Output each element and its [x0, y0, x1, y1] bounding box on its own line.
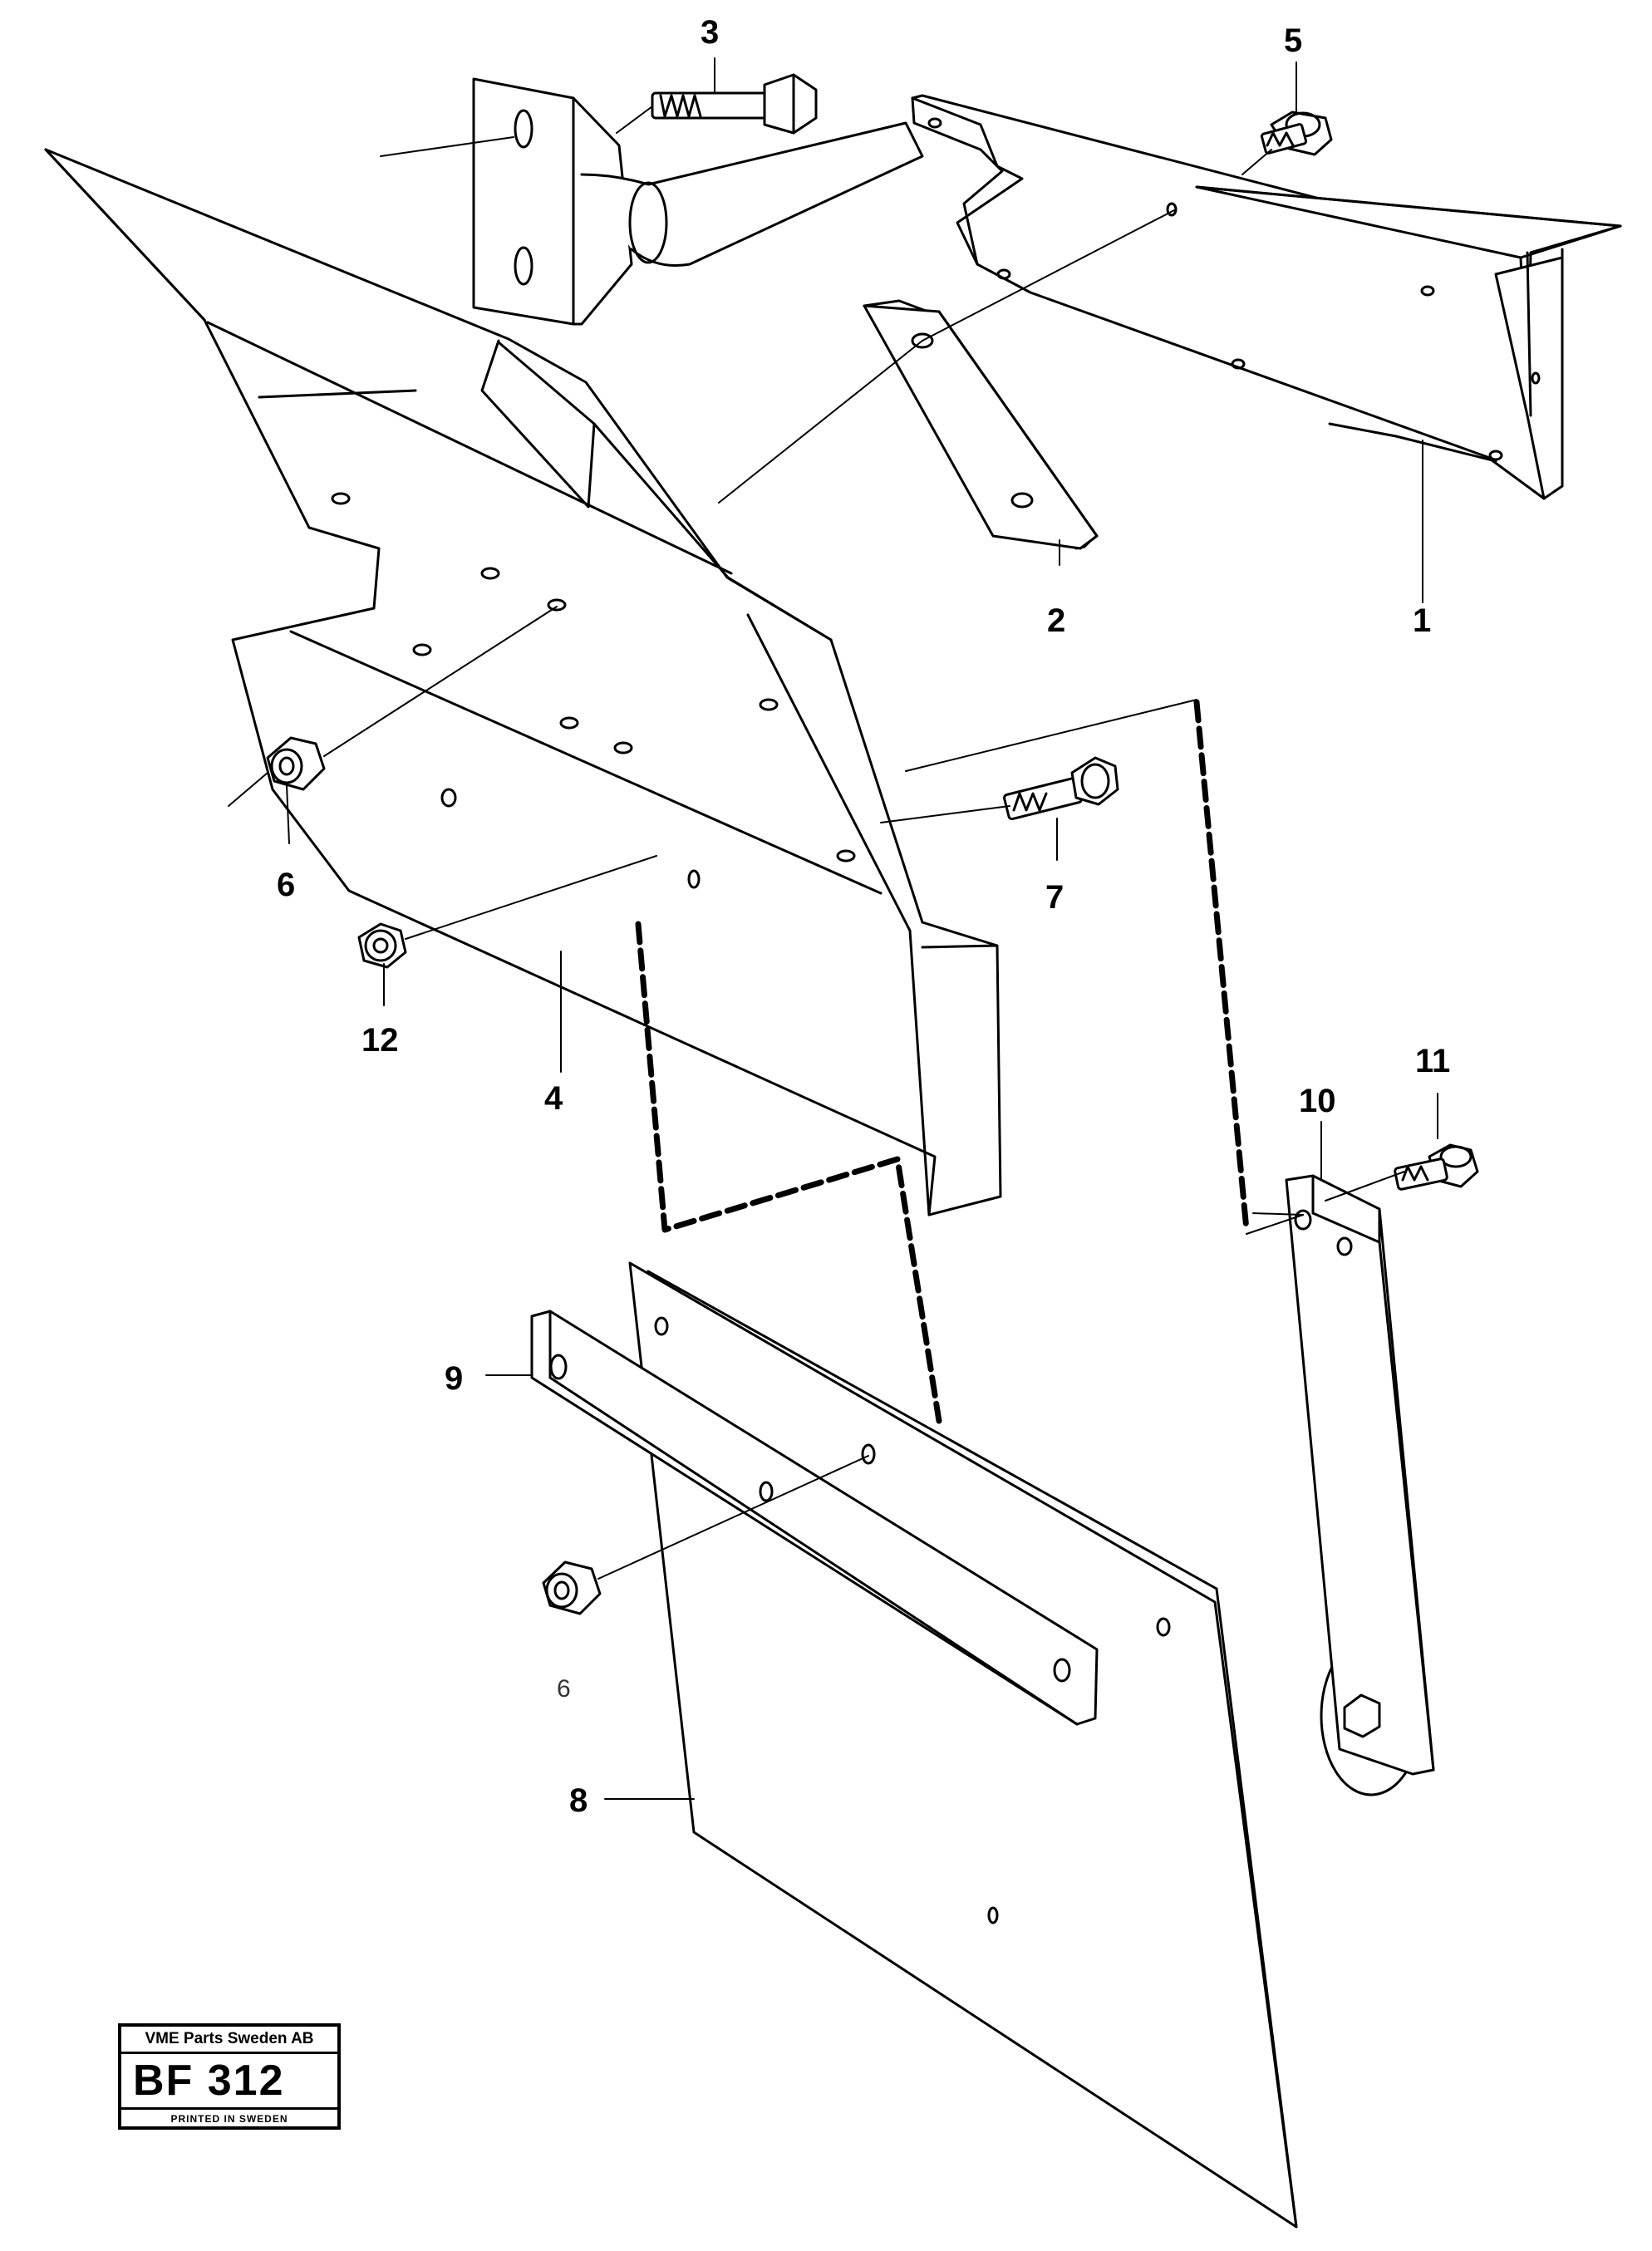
dashed-assembly-lines [635, 699, 1250, 1424]
stamp-company: VME Parts Sweden AB [121, 2027, 337, 2054]
part-6-nut-upper [266, 736, 326, 791]
part-5-bolt [1260, 111, 1333, 156]
part-9-strip [530, 1310, 1099, 1726]
callout-6-lower: 6 [557, 1675, 571, 1703]
part-2-spacer [863, 299, 1099, 550]
part-10-strap [1285, 1174, 1435, 1796]
leader-lines [228, 57, 1438, 1800]
callout-8: 8 [569, 1782, 588, 1819]
callout-2: 2 [1047, 602, 1065, 639]
part-12-nut [357, 922, 407, 969]
part-3-mount-bracket [472, 73, 924, 326]
callout-4: 4 [544, 1080, 563, 1117]
part-8-mudflap [628, 1261, 1298, 2229]
part-6-nut-lower [542, 1560, 602, 1615]
callout-1: 1 [1413, 602, 1431, 639]
stamp-code: BF 312 [121, 2054, 337, 2110]
title-stamp: VME Parts Sweden AB BF 312 PRINTED IN SW… [118, 2023, 341, 2130]
callout-labels: 1 2 3 4 5 6 6 7 8 9 10 11 12 [277, 14, 1450, 1819]
callout-3: 3 [701, 14, 719, 51]
callout-7: 7 [1045, 879, 1064, 916]
callout-5: 5 [1284, 22, 1302, 59]
part-11-bolt [1394, 1143, 1479, 1191]
part-7-bolt [1003, 756, 1119, 821]
part-4-panel [44, 148, 1002, 1216]
part-1-bracket [911, 94, 1622, 500]
callout-10: 10 [1299, 1083, 1336, 1119]
callout-9: 9 [445, 1360, 463, 1397]
callout-12: 12 [361, 1022, 399, 1059]
stamp-printed: PRINTED IN SWEDEN [170, 2113, 288, 2125]
callout-11: 11 [1415, 1043, 1450, 1079]
callout-6: 6 [277, 867, 295, 903]
